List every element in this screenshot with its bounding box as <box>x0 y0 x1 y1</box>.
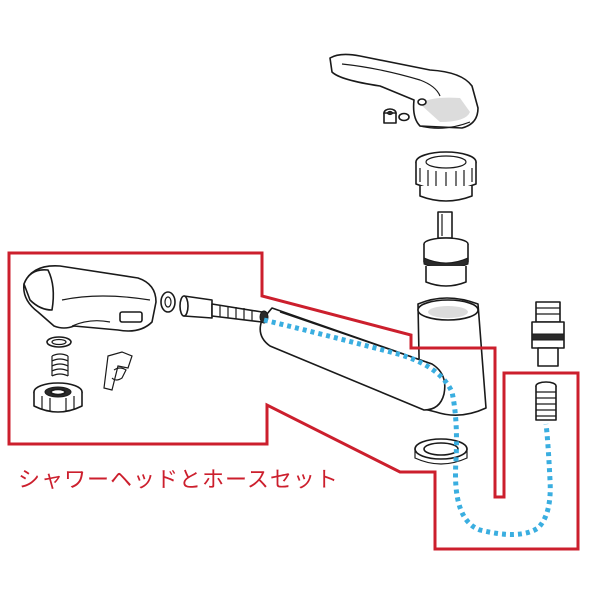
hose-dotted-path <box>263 317 553 537</box>
hose-connector <box>179 295 269 324</box>
faucet-body <box>259 297 487 416</box>
head-spring <box>51 353 69 377</box>
hose-o-ring <box>160 291 176 313</box>
shower-head <box>22 265 157 332</box>
lever-handle <box>329 53 479 129</box>
head-seal-ring <box>46 336 72 348</box>
cartridge <box>423 211 469 287</box>
caption-shower-hose-set: シャワーヘッドとホースセット <box>18 468 339 493</box>
head-cap-nut <box>33 382 83 413</box>
hose-clip <box>103 351 133 391</box>
mounting-nut <box>414 438 468 465</box>
under-sink-connector <box>535 381 557 421</box>
set-screw <box>383 108 410 124</box>
bonnet-nut <box>415 151 477 202</box>
hose-end-fitting <box>531 301 565 367</box>
shower-head-set-outline <box>7 251 580 551</box>
